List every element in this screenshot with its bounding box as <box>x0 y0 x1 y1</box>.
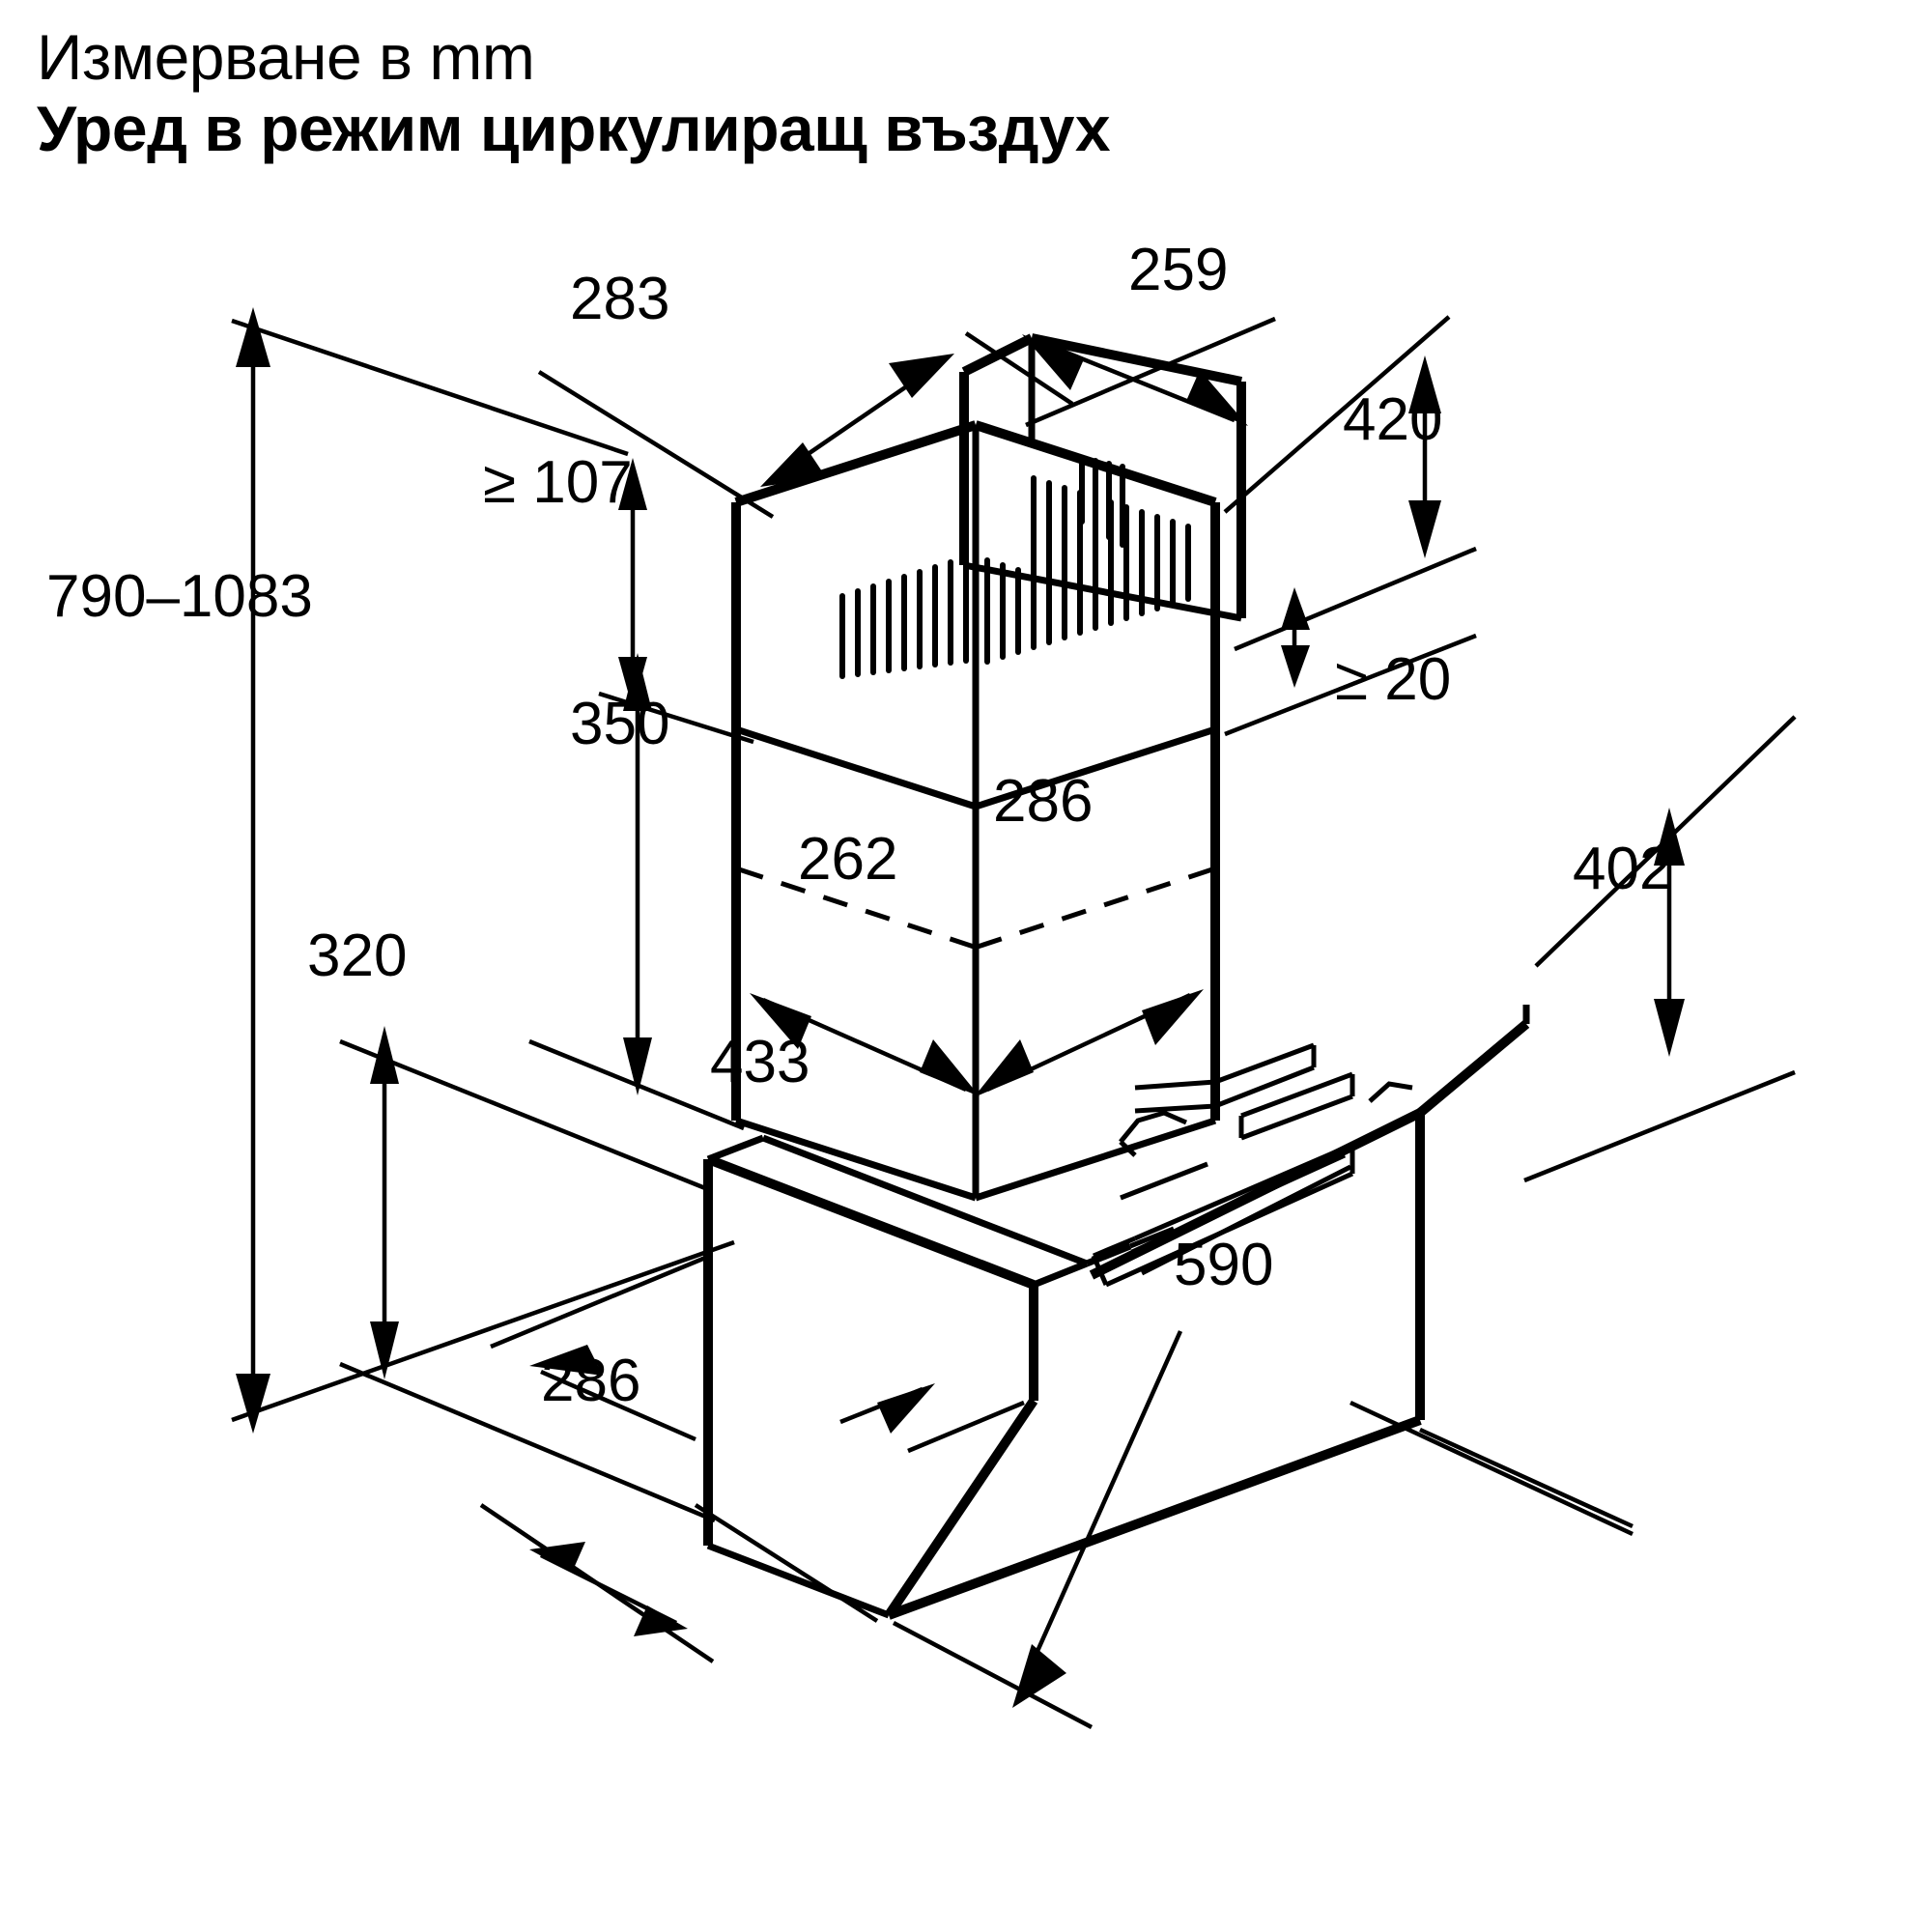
retaining-clip <box>1119 1081 1413 1157</box>
vent-slats-chimney-right <box>984 475 1191 665</box>
dimension-labels: 283 259 420 ≥ 107 790–1083 350 ≥ 20 286 … <box>46 237 1672 1414</box>
dim-body-depth <box>479 1503 879 1663</box>
dim-body-width <box>490 1253 1025 1454</box>
vent-slats-chimney-left <box>839 554 969 679</box>
dim-label-350: 350 <box>570 691 669 757</box>
dimension-annotations <box>231 307 1797 1729</box>
dim-label-107: ≥ 107 <box>483 449 633 516</box>
dim-glass-panel-height <box>1523 715 1797 1183</box>
dim-label-590: 590 <box>1174 1232 1273 1298</box>
dim-chimney-top-depth <box>537 331 1074 519</box>
glass-front-panel <box>884 1005 1530 1620</box>
dim-label-402: 402 <box>1573 836 1672 902</box>
dim-label-259: 259 <box>1128 237 1228 303</box>
dim-chimney-lower-height <box>528 653 745 1131</box>
dim-min-clearance-20 <box>1224 546 1477 737</box>
dim-glass-panel-width <box>892 1330 1634 1729</box>
dim-label-262: 262 <box>798 826 897 893</box>
dim-label-420: 420 <box>1343 386 1442 453</box>
dim-chimney-top-width <box>1022 315 1451 514</box>
mounting-rail <box>1134 1042 1355 1141</box>
dim-label-286-top: 286 <box>993 768 1093 835</box>
dim-label-320: 320 <box>307 923 407 989</box>
heading-block: Измерване в mm Уред в режим циркулиращ в… <box>37 21 1776 167</box>
dim-label-20: ≥ 20 <box>1335 646 1451 713</box>
dim-chimney-base-width <box>974 989 1204 1097</box>
dim-chimney-top-height <box>1408 355 1441 558</box>
measurement-unit-title: Измерване в mm <box>37 21 535 93</box>
dim-label-total: 790–1083 <box>46 563 313 630</box>
dim-label-283: 283 <box>570 266 669 332</box>
dim-total-height <box>231 307 735 1434</box>
handle-recess <box>1091 1142 1355 1288</box>
dim-label-433: 433 <box>710 1029 810 1095</box>
dim-chimney-base-depth <box>750 993 980 1096</box>
appliance-geometry <box>703 333 1530 1620</box>
dim-label-286-bot: 286 <box>541 1348 640 1414</box>
operating-mode-title: Уред в режим циркулиращ въздух <box>37 93 1111 165</box>
dim-body-height <box>339 1026 716 1523</box>
outer-chimney <box>731 420 1220 1202</box>
